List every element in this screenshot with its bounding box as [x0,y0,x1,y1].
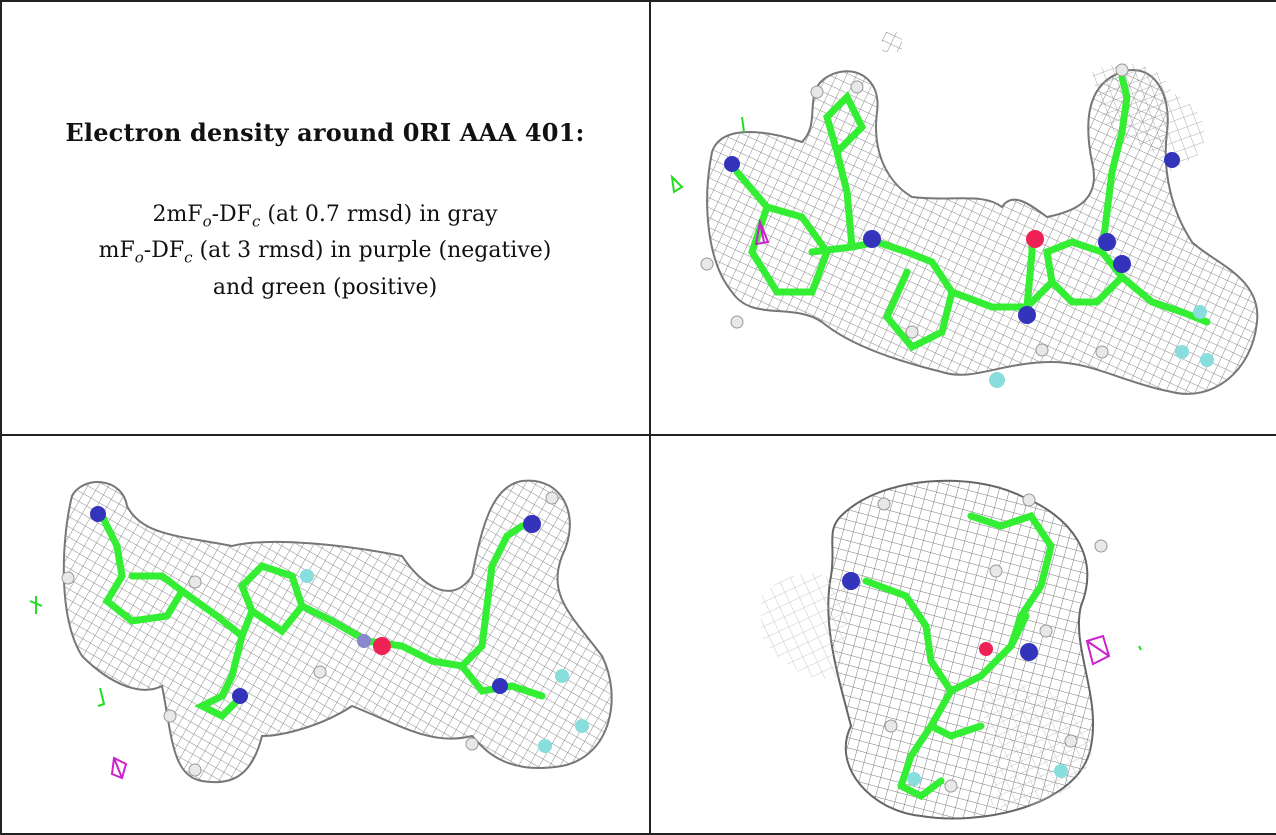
density-mesh-purple [1085,634,1111,666]
molecule-bonds [733,73,1211,352]
caption-legend: 2mFo-DFc (at 0.7 rmsd) in gray mFo-DFc (… [0,200,650,303]
density-mesh-purple [110,756,128,780]
table-border-left [0,0,2,835]
molecule-atoms [842,493,1108,793]
molecule-bonds [862,511,1055,801]
table-border-middle [0,434,1276,436]
density-mesh-green [1138,645,1142,651]
caption-title: Electron density around 0RI AAA 401: [65,118,585,147]
view-top-right [652,2,1274,433]
view-bottom-right [651,436,1276,833]
legend-line-gray: 2mFo-DFc (at 0.7 rmsd) in gray [152,202,498,231]
view-bottom-left [2,436,649,833]
density-mesh-green [670,116,745,194]
molecule-atoms [61,491,589,777]
density-mesh-green [29,596,106,707]
density-mesh-purple [754,218,770,246]
table-border-center [649,0,651,835]
legend-line-positive: and green (positive) [212,274,438,300]
table-border-top [0,0,1276,2]
molecule-atoms [700,63,1214,388]
legend-line-difference: mFo-DFc (at 3 rmsd) in purple (negative) [98,238,552,267]
table-border-bottom [0,833,1276,835]
